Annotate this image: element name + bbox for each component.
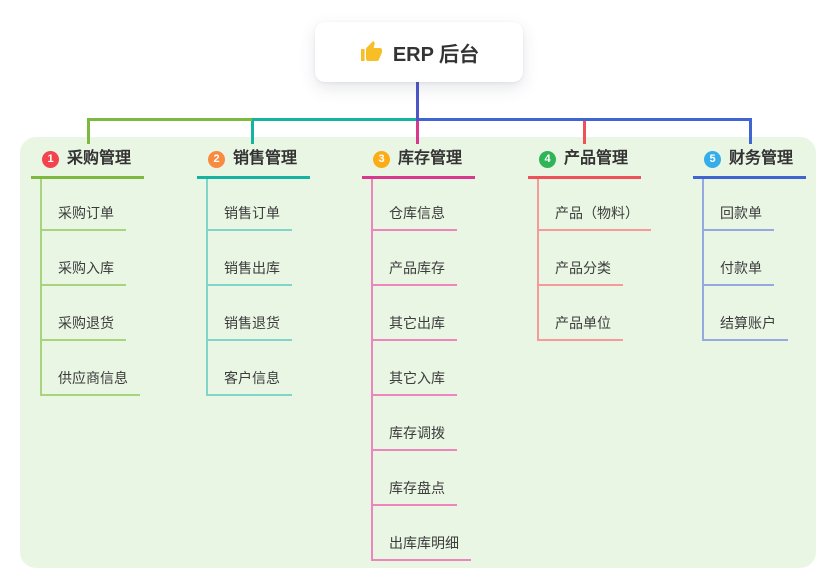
branch-1: 1 采购管理采购订单采购入库采购退货供应商信息 bbox=[31, 148, 145, 396]
branch-header[interactable]: 1 采购管理 bbox=[31, 148, 145, 179]
child-row: 产品（物料） bbox=[537, 179, 651, 231]
root-node[interactable]: ERP 后台 bbox=[315, 22, 523, 82]
child-row: 回款单 bbox=[702, 179, 806, 231]
child-node[interactable]: 付款单 bbox=[704, 259, 774, 286]
child-node[interactable]: 其它出库 bbox=[373, 314, 457, 341]
branch-number-badge: 5 bbox=[704, 150, 721, 168]
child-node[interactable]: 其它入库 bbox=[373, 369, 457, 396]
child-node[interactable]: 销售退货 bbox=[208, 314, 292, 341]
child-row: 付款单 bbox=[702, 231, 806, 286]
child-node[interactable]: 采购订单 bbox=[42, 204, 126, 231]
child-row: 产品分类 bbox=[537, 231, 651, 286]
bus-segment bbox=[252, 118, 418, 121]
child-row: 其它出库 bbox=[371, 286, 475, 341]
child-node[interactable]: 销售订单 bbox=[208, 204, 292, 231]
branch-drop-line bbox=[87, 118, 90, 144]
branch-2: 2 销售管理销售订单销售出库销售退货客户信息 bbox=[197, 148, 311, 396]
child-row: 其它入库 bbox=[371, 341, 475, 396]
child-row: 结算账户 bbox=[702, 286, 806, 341]
child-node[interactable]: 客户信息 bbox=[208, 369, 292, 396]
child-node[interactable]: 库存调拨 bbox=[373, 424, 457, 451]
branch-3: 3 库存管理仓库信息产品库存其它出库其它入库库存调拨库存盘点出库库明细 bbox=[362, 148, 476, 561]
branch-number-badge: 1 bbox=[42, 150, 59, 168]
child-node[interactable]: 结算账户 bbox=[704, 314, 788, 341]
root-label: ERP 后台 bbox=[392, 43, 480, 66]
branch-children: 产品（物料） 产品分类产品单位 bbox=[537, 179, 651, 341]
child-row: 出库库明细 bbox=[371, 506, 475, 561]
child-node[interactable]: 产品库存 bbox=[373, 259, 457, 286]
child-node[interactable]: 采购退货 bbox=[42, 314, 126, 341]
child-row: 销售退货 bbox=[206, 286, 310, 341]
child-node[interactable]: 回款单 bbox=[704, 204, 774, 231]
branch-4: 4 产品管理产品（物料） 产品分类产品单位 bbox=[528, 148, 651, 341]
bus-segment bbox=[87, 118, 253, 121]
child-row: 销售出库 bbox=[206, 231, 310, 286]
branch-children: 采购订单采购入库采购退货供应商信息 bbox=[40, 179, 144, 396]
branch-header[interactable]: 2 销售管理 bbox=[197, 148, 311, 179]
branch-label: 财务管理 bbox=[729, 150, 794, 167]
child-row: 产品库存 bbox=[371, 231, 475, 286]
child-node[interactable]: 采购入库 bbox=[42, 259, 126, 286]
branch-drop-line bbox=[416, 118, 419, 144]
branch-label: 采购管理 bbox=[67, 150, 132, 167]
child-row: 采购订单 bbox=[40, 179, 144, 231]
child-node[interactable]: 产品单位 bbox=[539, 314, 623, 341]
child-node[interactable]: 供应商信息 bbox=[42, 369, 140, 396]
branch-header[interactable]: 4 产品管理 bbox=[528, 148, 642, 179]
child-row: 采购退货 bbox=[40, 286, 144, 341]
branch-children: 仓库信息产品库存其它出库其它入库库存调拨库存盘点出库库明细 bbox=[371, 179, 475, 561]
bus-segment bbox=[417, 118, 752, 121]
branches-panel bbox=[20, 137, 816, 568]
child-node[interactable]: 销售出库 bbox=[208, 259, 292, 286]
branch-header[interactable]: 5 财务管理 bbox=[693, 148, 807, 179]
branch-children: 回款单付款单结算账户 bbox=[702, 179, 806, 341]
branch-number-badge: 3 bbox=[373, 150, 390, 168]
child-row: 库存盘点 bbox=[371, 451, 475, 506]
child-row: 产品单位 bbox=[537, 286, 651, 341]
branch-label: 产品管理 bbox=[564, 150, 629, 167]
thumbs-up-icon bbox=[359, 40, 383, 64]
child-node[interactable]: 库存盘点 bbox=[373, 479, 457, 506]
branch-drop-line bbox=[749, 118, 752, 144]
branch-label: 库存管理 bbox=[398, 150, 463, 167]
branch-header[interactable]: 3 库存管理 bbox=[362, 148, 476, 179]
branch-5: 5 财务管理回款单付款单结算账户 bbox=[693, 148, 807, 341]
child-row: 采购入库 bbox=[40, 231, 144, 286]
child-node[interactable]: 产品分类 bbox=[539, 259, 623, 286]
child-node[interactable]: 产品（物料） bbox=[539, 204, 651, 231]
child-row: 库存调拨 bbox=[371, 396, 475, 451]
child-row: 供应商信息 bbox=[40, 341, 144, 396]
child-node[interactable]: 出库库明细 bbox=[373, 534, 471, 561]
branch-drop-line bbox=[583, 118, 586, 144]
child-row: 客户信息 bbox=[206, 341, 310, 396]
branch-label: 销售管理 bbox=[233, 150, 298, 167]
branch-number-badge: 2 bbox=[208, 150, 225, 168]
branch-drop-line bbox=[251, 118, 254, 144]
branch-children: 销售订单销售出库销售退货客户信息 bbox=[206, 179, 310, 396]
child-row: 仓库信息 bbox=[371, 179, 475, 231]
root-connector-line bbox=[416, 81, 419, 121]
child-node[interactable]: 仓库信息 bbox=[373, 204, 457, 231]
child-row: 销售订单 bbox=[206, 179, 310, 231]
branch-number-badge: 4 bbox=[539, 150, 556, 168]
